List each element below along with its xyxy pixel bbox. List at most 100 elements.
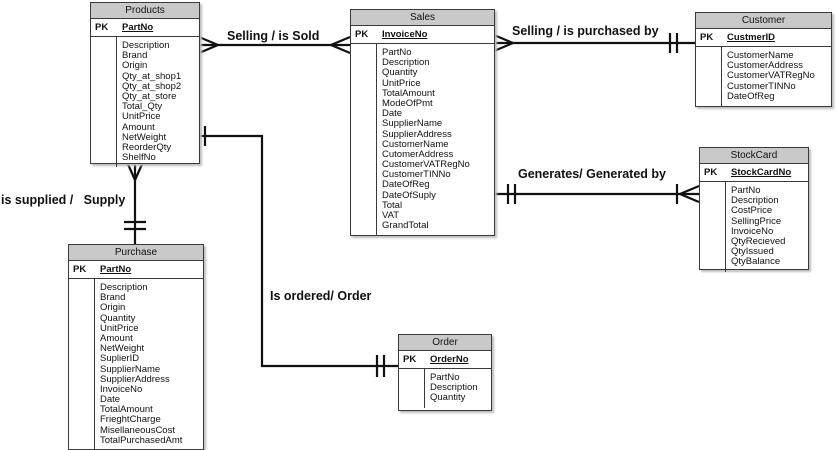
- attribute: Description: [382, 57, 430, 69]
- attribute: UnitPrice: [122, 111, 161, 123]
- column-divider: [376, 44, 377, 236]
- attribute: DateOfSuply: [382, 189, 436, 201]
- attribute: Amount: [100, 332, 133, 344]
- attribute: NetWeight: [122, 131, 167, 143]
- attribute: SellingPrice: [731, 215, 782, 227]
- attribute: QtyIssued: [731, 246, 774, 258]
- entity-products-attributes: Description Brand Origin Qty_at_shop1 Qt…: [91, 37, 199, 167]
- entity-purchase-pk: PartNo: [100, 264, 132, 275]
- relationship-label-sales-customer: Selling / is purchased by: [512, 24, 659, 38]
- crowfoot-stockcard: [677, 184, 700, 204]
- attribute: PartNo: [731, 185, 761, 196]
- attribute: PartNo: [382, 47, 412, 58]
- attribute: Qty_at_shop1: [122, 70, 182, 82]
- entity-products-body: Description Brand Origin Qty_at_shop1 Qt…: [91, 37, 199, 168]
- attribute: Qty_at_store: [122, 90, 177, 102]
- attribute: FrieghtCharge: [100, 414, 161, 426]
- attribute: PartNo: [430, 372, 460, 383]
- relationship-label-products-purchase: is supplied / Supply: [1, 193, 126, 207]
- relationship-label-products-sales: Selling / is Sold: [227, 29, 320, 43]
- entity-stockcard[interactable]: StockCard PK StockCardNo PartNo Descript…: [699, 147, 809, 272]
- attribute: Quantity: [382, 67, 418, 79]
- attribute: UnitPrice: [382, 77, 421, 89]
- entity-products-pk: PartNo: [122, 22, 154, 33]
- entity-customer[interactable]: Customer PK CustmerID CustomerName Custo…: [695, 12, 832, 107]
- attribute: Origin: [100, 302, 126, 314]
- connector-products-order: [199, 134, 398, 368]
- entity-purchase-pk-row: PK PartNo: [69, 261, 203, 279]
- entity-purchase[interactable]: Purchase PK PartNo Description Brand Ori…: [68, 244, 204, 450]
- pk-tag: PK: [355, 29, 369, 40]
- entity-purchase-attributes: Description Brand Origin Quantity UnitPr…: [69, 279, 203, 450]
- attribute: InvoiceNo: [100, 383, 143, 395]
- attribute: Quantity: [100, 312, 136, 324]
- attribute: Date: [382, 108, 403, 120]
- crowfoot-products-end: [198, 35, 221, 55]
- entity-sales-title: Sales: [351, 10, 494, 26]
- attribute: Quantity: [430, 392, 466, 404]
- entity-order-attributes: PartNo Description Quantity: [399, 369, 491, 408]
- attribute: ShelfNo: [122, 152, 156, 164]
- column-divider: [94, 279, 95, 450]
- attribute: CustomerTINNo: [382, 169, 451, 181]
- attribute: CustomerAddress: [727, 60, 804, 72]
- pk-tag: PK: [704, 167, 718, 178]
- entity-products-title: Products: [91, 3, 199, 19]
- attribute: CustomerName: [727, 50, 794, 61]
- column-divider: [424, 369, 425, 408]
- entity-purchase-body: Description Brand Origin Quantity UnitPr…: [69, 279, 203, 450]
- pk-tag: PK: [403, 354, 417, 365]
- entity-sales-pk: InvoiceNo: [382, 29, 428, 40]
- attribute: SupplierAddress: [382, 128, 452, 140]
- attribute: Origin: [122, 60, 148, 72]
- attribute: GrandTotal: [382, 220, 429, 232]
- entity-products-pk-row: PK PartNo: [91, 19, 199, 37]
- entity-products[interactable]: Products PK PartNo Description Brand Ori…: [90, 2, 200, 168]
- relationship-label-sales-stockcard: Generates/ Generated by: [518, 167, 666, 181]
- entity-sales-pk-row: PK InvoiceNo: [351, 26, 494, 44]
- attribute: Date: [100, 394, 121, 406]
- column-divider: [725, 182, 726, 272]
- entity-customer-body: CustomerName CustomerAddress CustomerVAT…: [696, 47, 831, 106]
- attribute: SuplierID: [100, 353, 140, 365]
- attribute: MisellaneousCost: [100, 424, 175, 436]
- attribute: ModeOfPmt: [382, 97, 433, 109]
- entity-order-pk-row: PK OrderNo: [399, 351, 491, 369]
- attribute: CostPrice: [731, 205, 773, 217]
- attribute: Description: [100, 282, 148, 293]
- entity-customer-pk-row: PK CustmerID: [696, 29, 831, 47]
- attribute: SupplierName: [100, 363, 161, 375]
- entity-sales[interactable]: Sales PK InvoiceNo PartNo Description Qu…: [350, 9, 495, 236]
- attribute: CustomerTINNo: [727, 80, 796, 92]
- entity-order-pk: OrderNo: [430, 354, 469, 365]
- pk-tag: PK: [73, 264, 87, 275]
- entity-sales-body: PartNo Description Quantity UnitPrice To…: [351, 44, 494, 236]
- attribute: NetWeight: [100, 343, 145, 355]
- attribute: Brand: [122, 50, 148, 62]
- entity-order[interactable]: Order PK OrderNo PartNo Description Quan…: [398, 334, 492, 411]
- attribute: TotalAmount: [100, 404, 153, 416]
- entity-customer-attributes: CustomerName CustomerAddress CustomerVAT…: [696, 47, 831, 106]
- attribute: Description: [430, 382, 478, 394]
- attribute: Description: [122, 40, 170, 51]
- entity-stockcard-title: StockCard: [700, 148, 808, 164]
- attribute: DateOfReg: [727, 90, 775, 102]
- entity-customer-title: Customer: [696, 13, 831, 29]
- attribute: ReorderQty: [122, 141, 172, 153]
- crowfoot-sales-customer: [493, 33, 516, 53]
- relationship-label-products-order: Is ordered/ Order: [270, 289, 372, 303]
- attribute: CustomerVATRegNo: [382, 159, 470, 171]
- attribute: Description: [731, 195, 779, 207]
- entity-stockcard-pk-row: PK StockCardNo: [700, 164, 808, 182]
- entity-order-body: PartNo Description Quantity: [399, 369, 491, 408]
- attribute: TotalPurchasedAmt: [100, 434, 183, 446]
- attribute: InvoiceNo: [731, 225, 774, 237]
- attribute: VAT: [382, 210, 400, 221]
- attribute: Amount: [122, 121, 155, 133]
- entity-stockcard-pk: StockCardNo: [731, 167, 792, 178]
- crowfoot-sales-end: [328, 35, 351, 55]
- attribute: SupplierName: [382, 118, 443, 130]
- attribute: QtyRecieved: [731, 235, 786, 247]
- entity-sales-attributes: PartNo Description Quantity UnitPrice To…: [351, 44, 494, 235]
- column-divider: [721, 47, 722, 106]
